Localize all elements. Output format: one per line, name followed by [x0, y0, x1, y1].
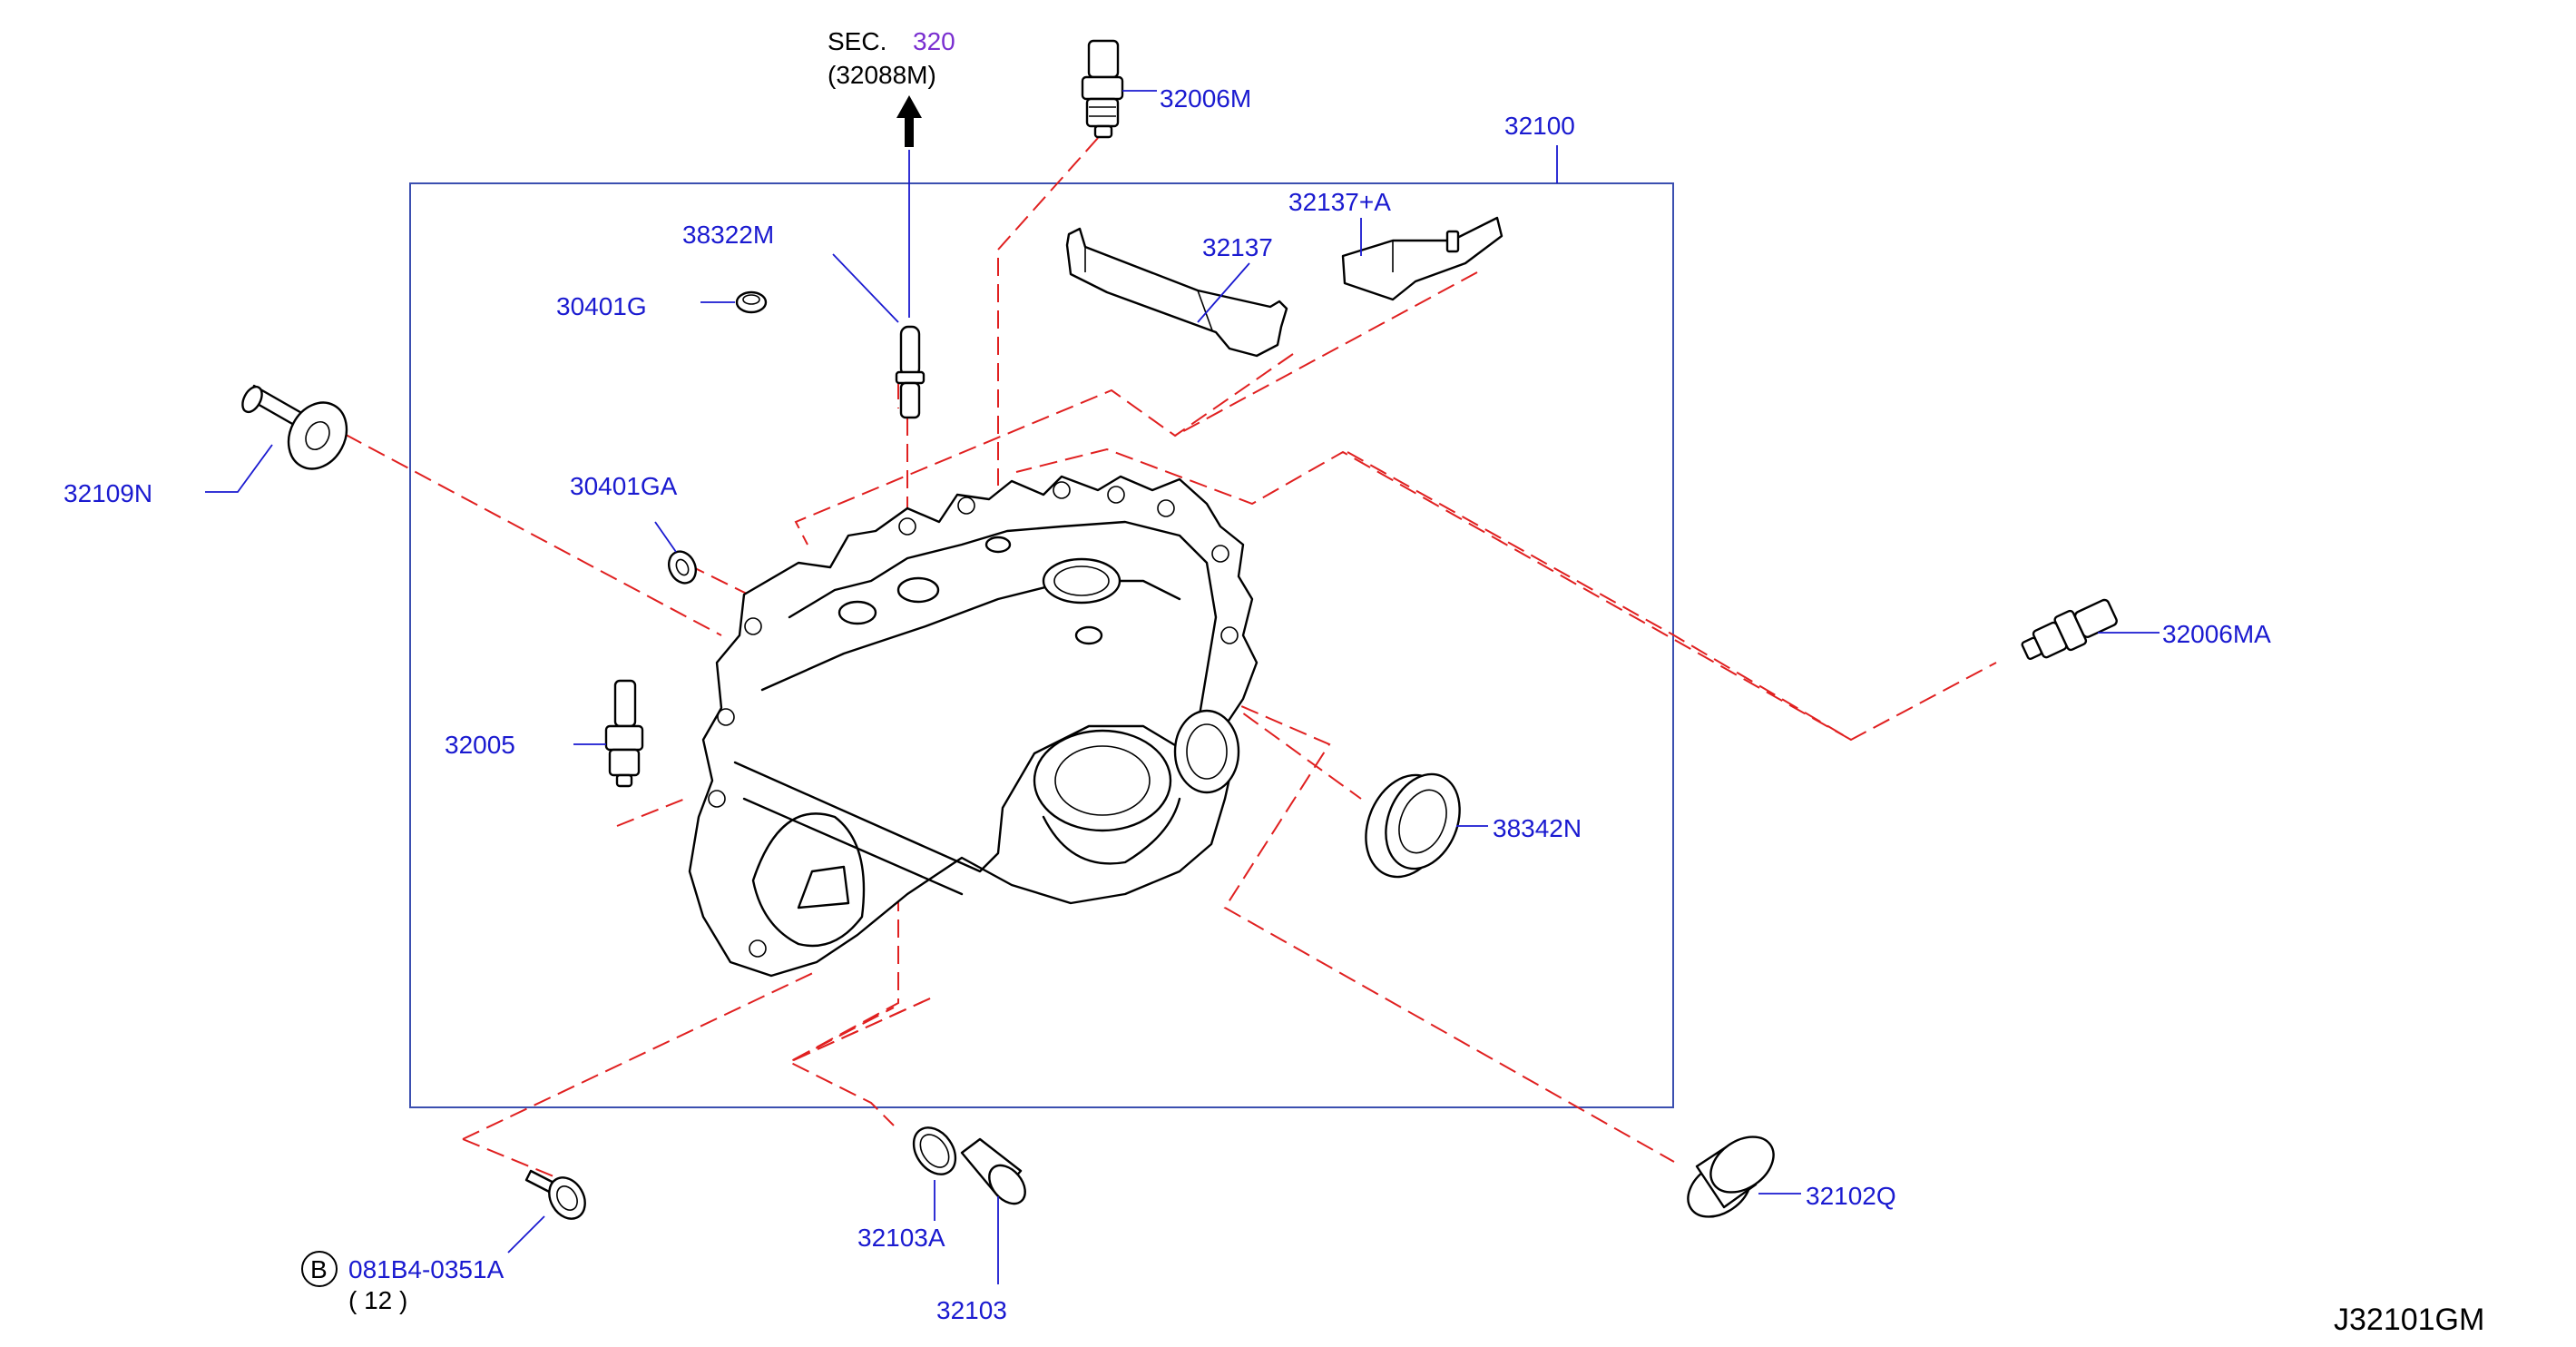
label-32137: 32137 — [1202, 233, 1273, 261]
leader-32109n — [205, 444, 273, 493]
label-38342n: 38342N — [1493, 814, 1582, 842]
switch-32006ma — [2021, 598, 2118, 661]
stud-38322m — [895, 325, 926, 419]
switch-32005 — [604, 679, 644, 788]
label-32006ma: 32006MA — [2162, 620, 2271, 648]
label-32103: 32103 — [936, 1296, 1007, 1324]
transaxle-case — [688, 475, 1259, 978]
label-32109n: 32109N — [64, 479, 152, 507]
label-32103a: 32103A — [857, 1224, 945, 1252]
seal-30401ga — [668, 550, 697, 585]
assembly-frame — [409, 182, 1674, 1108]
label-30401ga: 30401GA — [570, 472, 678, 500]
label-32100: 32100 — [1504, 112, 1575, 140]
callout-letter: B — [310, 1255, 328, 1283]
sec-label: SEC. — [828, 27, 886, 55]
sec-part: (32088M) — [828, 61, 936, 89]
bracket-32137a — [1341, 216, 1503, 301]
seal-30401g — [735, 290, 768, 314]
section-arrow — [896, 95, 922, 147]
label-bolt-code: 081B4-0351A — [348, 1255, 504, 1283]
bracket-32137 — [1065, 227, 1288, 358]
leader-32137 — [1197, 262, 1250, 323]
assembly-guide-lines — [321, 137, 1997, 1181]
label-38322m: 38322M — [682, 221, 774, 249]
plug-cap-32102q — [1687, 1136, 1775, 1218]
guide-32109n — [241, 384, 348, 470]
label-32137a: 32137+A — [1288, 188, 1391, 216]
part-labels: SEC. 320 (32088M) 32100 32006M 32137+A 3… — [64, 27, 2484, 1337]
switch-32006m — [1081, 39, 1124, 139]
leader-38322m — [832, 253, 899, 323]
leader-30401ga — [654, 521, 677, 553]
diagram-code: J32101GM — [2334, 1303, 2484, 1337]
label-32005: 32005 — [445, 731, 515, 759]
leader-bolt — [507, 1215, 545, 1254]
callout-circle — [301, 1251, 338, 1287]
plug-32103 — [960, 1137, 1026, 1205]
sec-number: 320 — [913, 27, 955, 55]
oring-32103a — [912, 1126, 957, 1175]
label-bolt-qty: ( 12 ) — [348, 1286, 407, 1314]
label-32006m: 32006M — [1160, 84, 1251, 113]
label-32102q: 32102Q — [1806, 1182, 1896, 1210]
label-30401g: 30401G — [556, 292, 647, 320]
bolt-081b4 — [524, 1169, 586, 1220]
oil-seal-38342n — [1365, 772, 1461, 879]
